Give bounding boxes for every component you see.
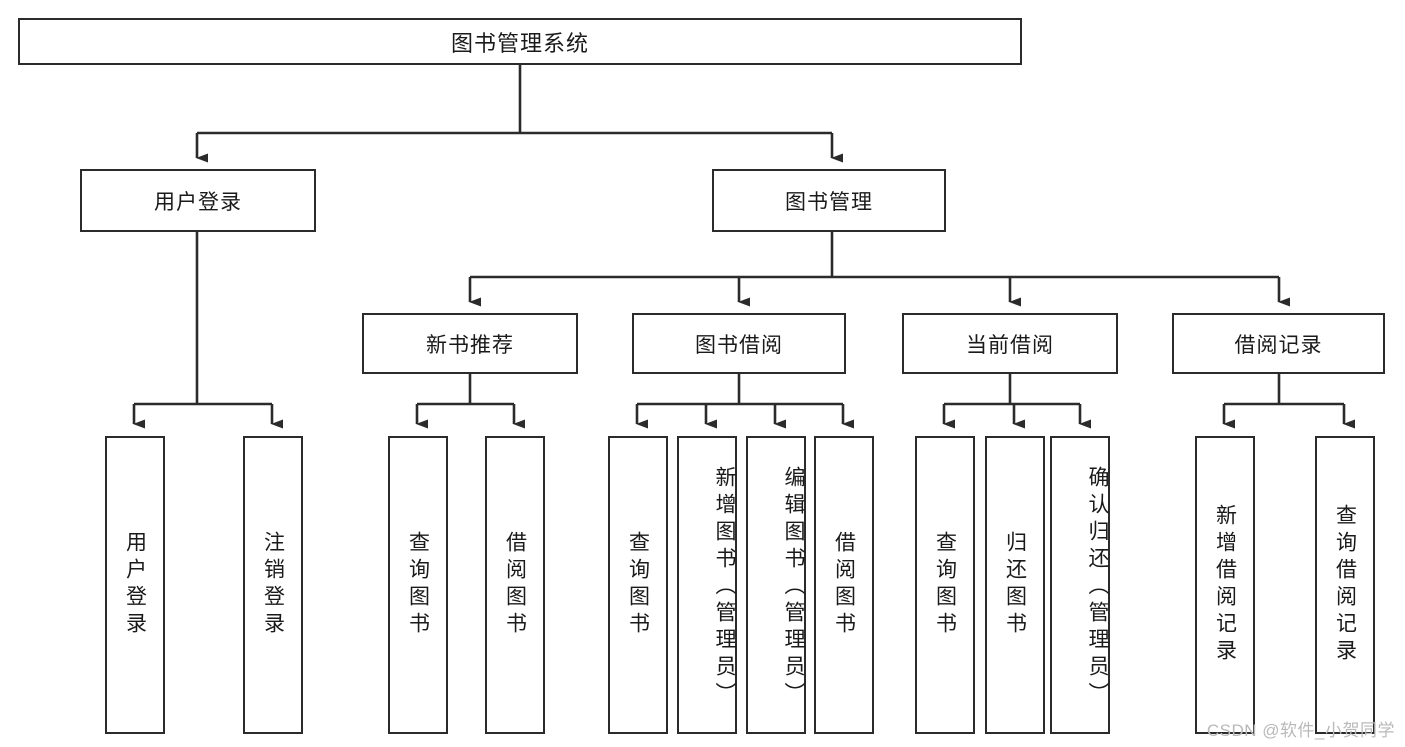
node-label: 查询借阅记录 [1333, 504, 1357, 666]
leaf-user-login-signin[interactable]: 用户登录 [105, 436, 165, 734]
node-label: 图书借阅 [695, 333, 783, 357]
node-root-system[interactable]: 图书管理系统 [18, 18, 1022, 65]
leaf-current-confirm-return-admin[interactable]: 确认归还（管理员） [1050, 436, 1110, 734]
node-book-management[interactable]: 图书管理 [712, 169, 946, 232]
leaf-current-return-book[interactable]: 归还图书 [985, 436, 1045, 734]
node-label: 图书管理 [785, 190, 873, 214]
node-label: 用户登录 [123, 531, 147, 639]
node-label: 图书管理系统 [450, 30, 589, 56]
node-book-borrow[interactable]: 图书借阅 [632, 313, 846, 374]
leaf-user-login-signout[interactable]: 注销登录 [243, 436, 303, 734]
leaf-records-add-record[interactable]: 新增借阅记录 [1195, 436, 1255, 734]
leaf-recommend-borrow-book[interactable]: 借阅图书 [485, 436, 545, 734]
node-label: 查询图书 [626, 531, 650, 639]
leaf-borrow-add-book-admin[interactable]: 新增图书（管理员） [677, 436, 737, 734]
node-label: 注销登录 [261, 531, 285, 639]
node-label: 查询图书 [406, 531, 430, 639]
leaf-borrow-query-book[interactable]: 查询图书 [608, 436, 668, 734]
node-new-book-recommend[interactable]: 新书推荐 [362, 313, 578, 374]
node-label: 借阅记录 [1234, 333, 1323, 357]
node-label: 用户登录 [154, 190, 242, 214]
leaf-borrow-borrow-book[interactable]: 借阅图书 [814, 436, 874, 734]
node-label: 新增图书（管理员） [713, 465, 736, 709]
csdn-watermark: CSDN @软件_小贺同学 [1206, 721, 1395, 740]
node-label: 新增借阅记录 [1213, 504, 1237, 666]
node-label: 查询图书 [933, 531, 957, 639]
node-borrow-records[interactable]: 借阅记录 [1172, 313, 1385, 374]
node-label: 借阅图书 [832, 531, 856, 639]
node-label: 借阅图书 [503, 531, 527, 639]
leaf-records-query-record[interactable]: 查询借阅记录 [1315, 436, 1375, 734]
leaf-current-query-book[interactable]: 查询图书 [915, 436, 975, 734]
node-current-borrow[interactable]: 当前借阅 [902, 313, 1118, 374]
leaf-borrow-edit-book-admin[interactable]: 编辑图书（管理员） [746, 436, 806, 734]
node-user-login[interactable]: 用户登录 [80, 169, 316, 232]
node-label: 当前借阅 [966, 333, 1054, 357]
node-label: 确认归还（管理员） [1086, 465, 1109, 709]
node-label: 归还图书 [1003, 531, 1027, 639]
leaf-recommend-query-book[interactable]: 查询图书 [388, 436, 448, 734]
node-label: 新书推荐 [426, 333, 514, 357]
node-label: 编辑图书（管理员） [782, 465, 805, 709]
